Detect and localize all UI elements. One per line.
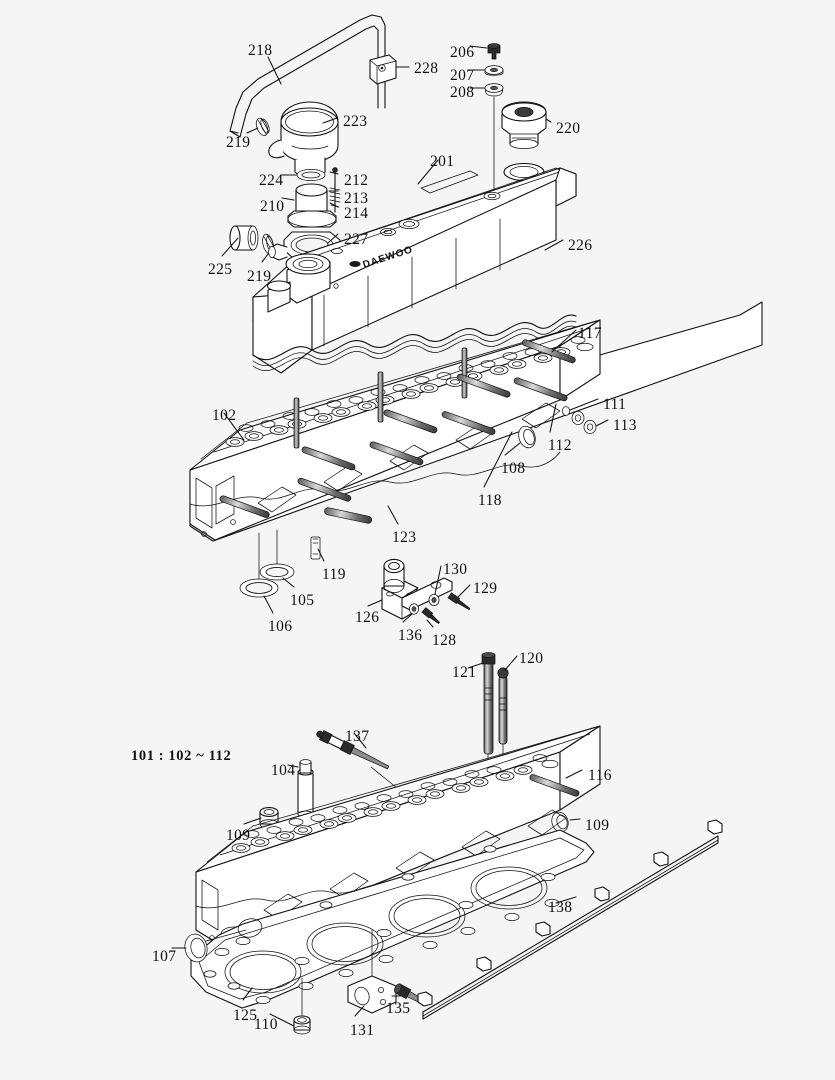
callout-201: 201 [430, 153, 455, 170]
head-gasket-125 [190, 829, 595, 1009]
callout-138: 138 [548, 899, 573, 916]
breather-chamber-223 [268, 101, 339, 181]
dowel-sleeve-119 [310, 536, 321, 560]
callout-110: 110 [254, 1016, 278, 1033]
rocker-cover-201: DAEWOO [252, 167, 577, 374]
injector-leakoff-rail-138 [417, 819, 723, 1020]
gasket-bolt-holes [203, 845, 560, 1004]
dowel-pin-123 [324, 507, 373, 524]
hose-clamp-219-upper [255, 117, 270, 136]
callout-220: 220 [556, 120, 581, 137]
callout-107: 107 [152, 948, 177, 965]
callout-208: 208 [450, 84, 475, 101]
callout-116: 116 [588, 767, 612, 784]
cylinder-head-102 [189, 301, 763, 542]
callout-125: 125 [233, 1007, 258, 1024]
callout-213: 213 [344, 190, 369, 207]
callout-117: 117 [578, 325, 602, 342]
glow-plug-137 [316, 730, 408, 797]
callout-223: 223 [343, 113, 368, 130]
callout-137: 137 [345, 728, 370, 745]
hose-clamp-bracket-228 [369, 54, 397, 85]
callout-129: 129 [473, 580, 498, 597]
callout-112: 112 [548, 437, 572, 454]
o-rings-105-106 [239, 529, 295, 598]
callout-121: 121 [452, 664, 477, 681]
callout-109: 109 [226, 827, 251, 844]
side-stud-bolts [219, 339, 576, 518]
callout-228: 228 [414, 60, 439, 77]
callout-106: 106 [268, 618, 293, 635]
callout-113: 113 [613, 417, 637, 434]
cover-plate-131 [347, 929, 397, 1014]
washer-136-bolt-128 [409, 603, 440, 624]
lower-valve-deck-bosses [231, 754, 559, 853]
callout-118: 118 [478, 492, 502, 509]
head-left-end [195, 475, 236, 537]
callout-111: 111 [603, 396, 627, 413]
grommet-225 [229, 225, 259, 251]
callout-219: 219 [226, 134, 251, 151]
callout-119: 119 [322, 566, 346, 583]
callout-109: 109 [585, 817, 610, 834]
callout-130: 130 [443, 561, 468, 578]
valve-deck-bosses [225, 336, 594, 447]
callout-120: 120 [519, 650, 544, 667]
callout-105: 105 [290, 592, 315, 609]
valve-stem-seal-108 [518, 425, 536, 449]
callout-218: 218 [248, 42, 273, 59]
callout-210: 210 [260, 198, 285, 215]
o-ring-224 [296, 169, 326, 181]
callout-131: 131 [350, 1022, 375, 1039]
vertical-studs [293, 347, 468, 449]
cover-left-boss [266, 280, 292, 313]
breather-hose-218 [229, 14, 386, 138]
filler-neck-boss [268, 243, 339, 304]
washer-130-bolt-129 [428, 592, 471, 611]
callout-135: 135 [386, 1000, 411, 1017]
callout-214: 214 [344, 205, 369, 222]
callout-225: 225 [208, 261, 233, 278]
callout-104: 104 [271, 762, 296, 779]
callout-108: 108 [501, 460, 526, 477]
callout-136: 136 [398, 627, 423, 644]
callout-126: 126 [355, 609, 380, 626]
callout-219: 219 [247, 268, 272, 285]
washer-111-seal-113-nut-112 [562, 406, 597, 434]
callout-123: 123 [392, 529, 417, 546]
callout-224: 224 [259, 172, 284, 189]
oil-filler-cap-220 [501, 101, 547, 182]
bracket-126 [381, 558, 453, 620]
pin-212-spring-213-clip-214 [329, 167, 341, 213]
callout-227: 227 [344, 231, 369, 248]
cylinder-head-101-lower [195, 725, 601, 947]
parts-range-note: 101 : 102 ~ 112 [131, 748, 232, 764]
core-plug-110 [293, 977, 311, 1035]
callout-102: 102 [212, 407, 237, 424]
callout-207: 207 [450, 67, 475, 84]
o-ring-107 [184, 918, 263, 963]
callout-212: 212 [344, 172, 369, 189]
callout-128: 128 [432, 632, 457, 649]
callout-226: 226 [568, 237, 593, 254]
breather-valve-body-210 [287, 183, 337, 228]
callout-206: 206 [450, 44, 475, 61]
leader-lines [171, 45, 609, 1027]
